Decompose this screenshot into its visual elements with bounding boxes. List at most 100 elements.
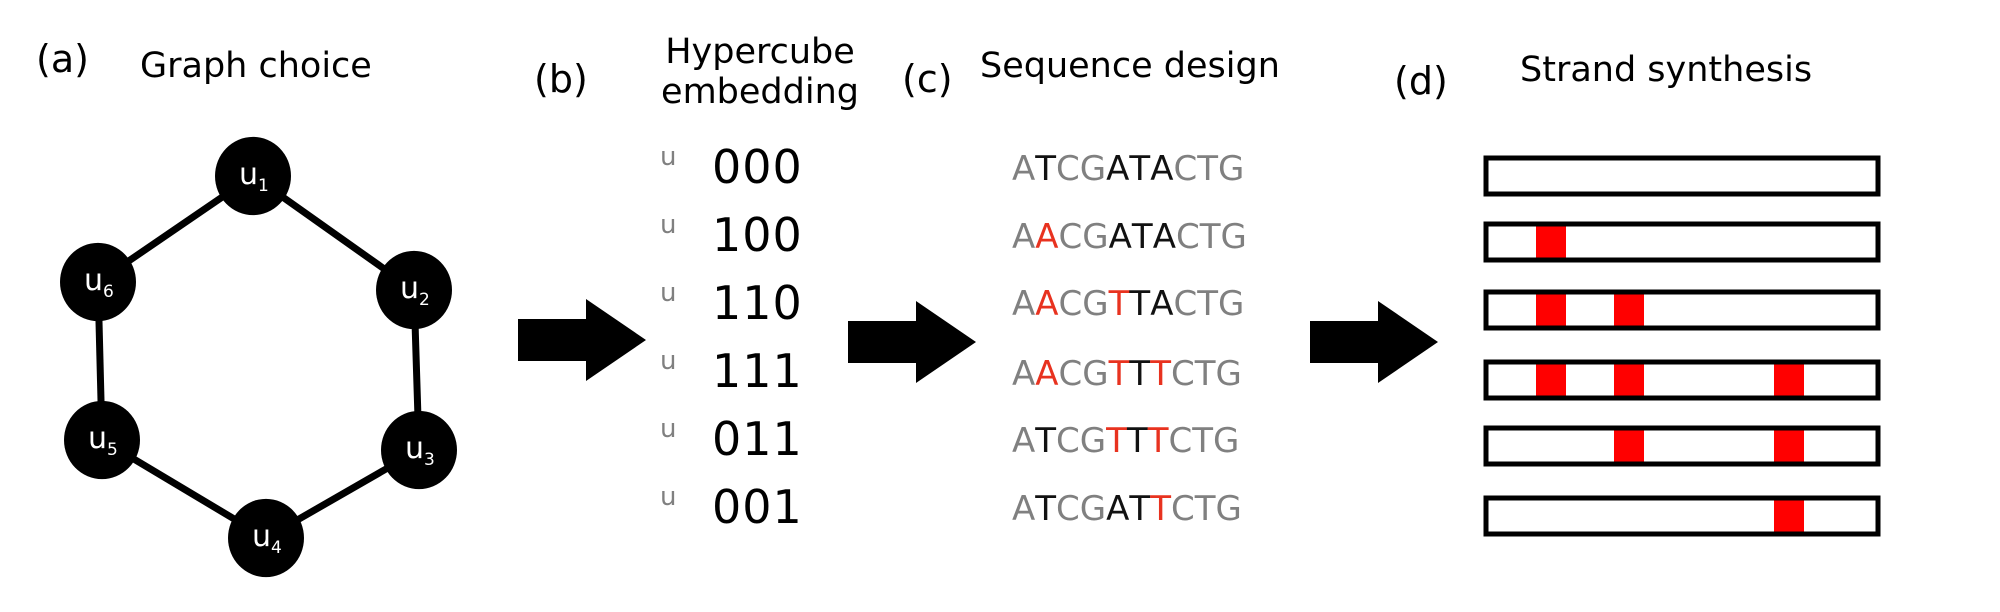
sequence-base: C bbox=[1056, 149, 1080, 189]
sequence-base: A bbox=[1012, 217, 1036, 257]
panel-title-c: Sequence design bbox=[980, 46, 1280, 86]
arrow-c-to-d bbox=[1310, 301, 1438, 383]
sequence-base: A bbox=[1012, 149, 1036, 189]
sequence-base: C bbox=[1173, 284, 1198, 324]
strand-row bbox=[1483, 221, 1881, 263]
sequence-base: T bbox=[1129, 284, 1151, 324]
sequence-base: T bbox=[1108, 354, 1130, 394]
graph-node-u5: u5 bbox=[64, 400, 140, 480]
graph-node-u2: u2 bbox=[376, 250, 452, 330]
graph-node-u4: u4 bbox=[228, 498, 304, 578]
sequence-base: T bbox=[1035, 489, 1057, 529]
sequence-base: A bbox=[1035, 354, 1059, 394]
sequence-base: G bbox=[1213, 421, 1240, 461]
strand-bar bbox=[1483, 425, 1881, 467]
sequence-base: A bbox=[1012, 354, 1036, 394]
graph-node-label: u2 bbox=[400, 271, 430, 310]
strand-mark bbox=[1536, 294, 1566, 326]
strand-mark bbox=[1614, 364, 1644, 396]
graph-node-label: u6 bbox=[84, 263, 114, 302]
sequence-base: G bbox=[1218, 149, 1245, 189]
sequence-base: G bbox=[1218, 284, 1245, 324]
sequence-base: A bbox=[1035, 217, 1059, 257]
embedding-row-label: u bbox=[660, 482, 677, 512]
sequence-base: A bbox=[1035, 284, 1059, 324]
sequence-base: T bbox=[1131, 217, 1153, 257]
sequence-base: T bbox=[1129, 354, 1151, 394]
sequence-base: C bbox=[1175, 217, 1200, 257]
sequence-base: C bbox=[1173, 149, 1198, 189]
embedding-row-bits: 000 bbox=[712, 140, 803, 194]
sequence-base: T bbox=[1129, 489, 1151, 529]
sequence-base: A bbox=[1108, 217, 1132, 257]
sequence-base: T bbox=[1197, 284, 1218, 324]
sequence-base: C bbox=[1058, 284, 1083, 324]
sequence-row: ATCGATACTG bbox=[1012, 152, 1244, 186]
sequence-base: C bbox=[1058, 217, 1083, 257]
panel-letter-a: (a) bbox=[36, 37, 89, 81]
embedding-row-label: u bbox=[660, 142, 677, 172]
embedding-row-bits: 110 bbox=[712, 276, 803, 330]
sequence-base: T bbox=[1197, 149, 1218, 189]
sequence-base: T bbox=[1126, 421, 1148, 461]
embedding-row-bits: 011 bbox=[712, 412, 803, 466]
sequence-base: A bbox=[1012, 489, 1036, 529]
panel-title-a: Graph choice bbox=[140, 46, 372, 86]
arrow-a-to-b bbox=[518, 299, 646, 381]
strand-bar bbox=[1483, 155, 1881, 197]
panel-title-b-line2: embedding bbox=[661, 72, 859, 113]
strand-bar bbox=[1483, 495, 1881, 537]
strand-mark bbox=[1774, 364, 1804, 396]
graph-nodes: u1 u2 u3 u4 u5 u6 bbox=[60, 136, 457, 578]
sequence-row: AACGTTACTG bbox=[1012, 287, 1244, 321]
panel-letter-c: (c) bbox=[902, 57, 953, 101]
panel-letter-b: (b) bbox=[534, 57, 588, 101]
sequence-base: G bbox=[1079, 421, 1107, 461]
sequence-base: T bbox=[1035, 421, 1057, 461]
sequence-base: T bbox=[1106, 421, 1127, 461]
sequence-base: T bbox=[1150, 489, 1171, 529]
graph-node-label: u1 bbox=[239, 157, 269, 196]
panel-letter-d: (d) bbox=[1394, 59, 1448, 103]
sequence-base: T bbox=[1108, 284, 1130, 324]
sequence-base: A bbox=[1106, 489, 1130, 529]
strand-row bbox=[1483, 155, 1881, 197]
sequence-base: A bbox=[1012, 421, 1036, 461]
sequence-base: A bbox=[1012, 284, 1036, 324]
sequence-base: C bbox=[1058, 354, 1083, 394]
panel-title-d: Strand synthesis bbox=[1520, 50, 1813, 90]
sequence-base: G bbox=[1215, 354, 1242, 394]
strand-mark bbox=[1614, 430, 1644, 462]
sequence-base: A bbox=[1106, 149, 1130, 189]
sequence-base: T bbox=[1194, 489, 1216, 529]
embedding-row-label: u bbox=[660, 414, 677, 444]
graph-node-label: u3 bbox=[405, 431, 435, 470]
sequence-base: T bbox=[1192, 421, 1214, 461]
embedding-row-bits: 100 bbox=[712, 208, 803, 262]
graph-node-u6: u6 bbox=[60, 242, 136, 322]
sequence-base: C bbox=[1170, 489, 1195, 529]
embedding-row-label: u bbox=[660, 210, 677, 240]
sequence-row: AACGTTTCTG bbox=[1012, 357, 1242, 391]
graph-node-label: u5 bbox=[88, 421, 118, 460]
sequence-base: T bbox=[1150, 354, 1171, 394]
sequence-base: G bbox=[1079, 489, 1107, 529]
arrow-b-to-c bbox=[848, 301, 976, 383]
sequence-base: T bbox=[1194, 354, 1216, 394]
sequence-base: T bbox=[1035, 149, 1057, 189]
graph-node-label: u4 bbox=[252, 519, 282, 558]
strand-row bbox=[1483, 495, 1881, 537]
sequence-base: C bbox=[1170, 354, 1195, 394]
sequence-base: T bbox=[1129, 149, 1151, 189]
sequence-base: A bbox=[1152, 217, 1176, 257]
strand-row bbox=[1483, 425, 1881, 467]
sequence-base: C bbox=[1168, 421, 1193, 461]
sequence-row: ATCGATTCTG bbox=[1012, 492, 1242, 526]
sequence-base: G bbox=[1220, 217, 1247, 257]
sequence-base: C bbox=[1056, 489, 1080, 529]
strand-row bbox=[1483, 289, 1881, 331]
